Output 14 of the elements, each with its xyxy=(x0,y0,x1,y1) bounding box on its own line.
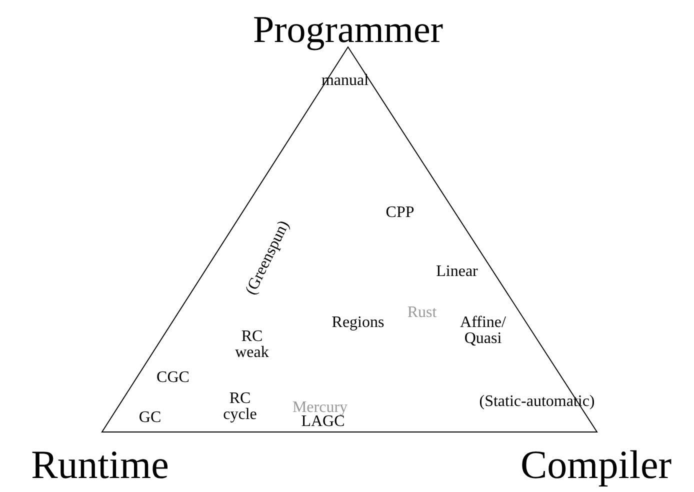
vertex-label: Compiler xyxy=(520,445,672,485)
vertex-label: Programmer xyxy=(253,11,443,49)
point-label: RC weak xyxy=(235,329,269,361)
vertex-label: Runtime xyxy=(31,445,169,485)
point-label: Rust xyxy=(407,305,437,321)
point-label: RC cycle xyxy=(223,391,257,423)
point-label: Regions xyxy=(332,315,384,331)
point-label: LAGC xyxy=(301,414,345,430)
point-label: Mercury xyxy=(292,400,348,416)
point-label: Affine/ Quasi xyxy=(460,315,506,347)
point-label: GC xyxy=(138,410,162,426)
point-label: CPP xyxy=(386,205,414,221)
point-label: CGC xyxy=(156,370,190,386)
point-label: Linear xyxy=(436,264,478,280)
